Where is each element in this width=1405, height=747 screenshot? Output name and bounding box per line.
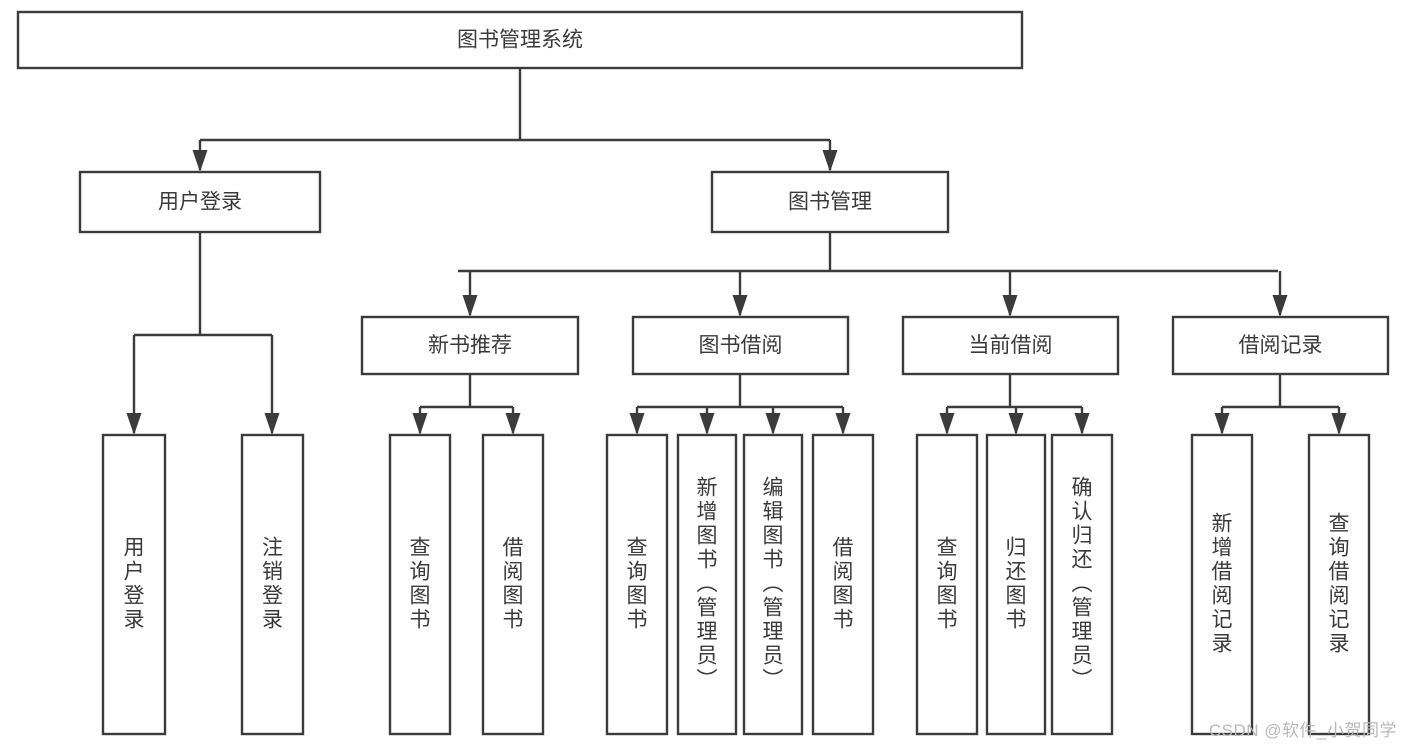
leaf-node-8-label: 查询图书 — [937, 537, 958, 632]
level3-node-0-label: 新书推荐 — [428, 334, 512, 357]
level2-node-0-box[interactable] — [78, 170, 322, 234]
leaf-node-0-label: 用户登录 — [124, 537, 145, 632]
leaf-node-11-label: 新增借阅记录 — [1212, 513, 1233, 656]
arrow-to-leaf-1-2 — [765, 413, 781, 435]
level2-node-0[interactable]: 用户登录 — [78, 170, 322, 234]
level3-node-0-box[interactable] — [360, 315, 580, 376]
leaf-node-3-box[interactable] — [481, 433, 545, 736]
arrow-to-leaf-0-1 — [505, 413, 521, 435]
arrow-to-leaf-1-3 — [835, 413, 851, 435]
level3-node-1-box[interactable] — [631, 315, 850, 376]
arrow-to-leaf-0-0 — [412, 413, 428, 435]
arrow-to-leaf-2-0 — [939, 413, 955, 435]
leaf-node-8[interactable]: 查询图书 — [915, 433, 979, 736]
arrow-to-leaf-2-1 — [1008, 413, 1024, 435]
leaf-node-12-label: 查询借阅记录 — [1329, 513, 1350, 656]
arrow-to-level2-1 — [822, 150, 838, 172]
leaf-node-7-label: 借阅图书 — [833, 537, 854, 632]
leaf-node-12-box[interactable] — [1307, 433, 1371, 736]
leaf-node-1-label: 注销登录 — [262, 537, 283, 632]
root-node-book-management-system[interactable]: 图书管理系统 — [16, 10, 1024, 70]
leaf-node-5-box[interactable] — [676, 433, 738, 736]
leaf-node-1[interactable]: 注销登录 — [240, 433, 305, 736]
level2-node-1-label: 图书管理 — [788, 191, 872, 214]
root-node-book-management-system-box[interactable] — [16, 10, 1024, 70]
leaf-node-5-label: 新增图书︵管理员︶ — [697, 477, 718, 692]
leaf-node-4[interactable]: 查询图书 — [605, 433, 669, 736]
level3-node-2[interactable]: 当前借阅 — [901, 315, 1120, 376]
leaf-node-2[interactable]: 查询图书 — [388, 433, 452, 736]
leaf-node-0-box[interactable] — [101, 433, 167, 736]
leaf-node-11[interactable]: 新增借阅记录 — [1190, 433, 1254, 736]
level3-node-1-label: 图书借阅 — [699, 334, 783, 357]
arrow-to-leaf-1-0 — [629, 413, 645, 435]
leaf-node-12[interactable]: 查询借阅记录 — [1307, 433, 1371, 736]
level2-node-1[interactable]: 图书管理 — [710, 170, 950, 234]
arrow-to-leaf-3-0 — [1214, 413, 1230, 435]
leaf-node-11-box[interactable] — [1190, 433, 1254, 736]
leaf-node-5[interactable]: 新增图书︵管理员︶ — [676, 433, 738, 736]
level3-node-2-label: 当前借阅 — [969, 334, 1053, 357]
leaf-node-9-label: 归还图书 — [1006, 537, 1027, 632]
leaf-node-0[interactable]: 用户登录 — [101, 433, 167, 736]
leaf-node-6-label: 编辑图书︵管理员︶ — [763, 477, 784, 692]
arrow-to-level3-1 — [732, 295, 748, 317]
level3-node-3-label: 借阅记录 — [1239, 334, 1323, 357]
arrow-to-login-leaf-0 — [126, 413, 142, 435]
arrow-to-leaf-2-2 — [1074, 413, 1090, 435]
arrow-to-leaf-3-1 — [1331, 413, 1347, 435]
leaf-node-9[interactable]: 归还图书 — [985, 433, 1047, 736]
arrow-to-level2-0 — [192, 150, 208, 172]
connectors-layer — [126, 68, 1347, 435]
csdn-watermark: CSDN @软件_小贺同学 — [1208, 721, 1397, 740]
leaf-node-3[interactable]: 借阅图书 — [481, 433, 545, 736]
leaf-node-7[interactable]: 借阅图书 — [811, 433, 875, 736]
level3-node-0[interactable]: 新书推荐 — [360, 315, 580, 376]
arrow-to-login-leaf-1 — [264, 413, 280, 435]
level2-node-0-label: 用户登录 — [158, 191, 242, 214]
leaf-node-4-label: 查询图书 — [627, 537, 648, 632]
arrow-to-level3-2 — [1002, 295, 1018, 317]
leaf-node-6[interactable]: 编辑图书︵管理员︶ — [742, 433, 804, 736]
level3-node-1[interactable]: 图书借阅 — [631, 315, 850, 376]
root-node-book-management-system-label: 图书管理系统 — [457, 29, 583, 52]
leaf-node-2-label: 查询图书 — [410, 537, 431, 632]
leaf-node-8-box[interactable] — [915, 433, 979, 736]
arrow-to-leaf-1-1 — [699, 413, 715, 435]
leaf-node-6-box[interactable] — [742, 433, 804, 736]
level3-node-3-box[interactable] — [1171, 315, 1390, 376]
arrow-to-level3-0 — [462, 295, 478, 317]
arrow-to-level3-3 — [1272, 295, 1288, 317]
leaf-node-1-box[interactable] — [240, 433, 305, 736]
leaf-node-9-box[interactable] — [985, 433, 1047, 736]
leaf-node-3-label: 借阅图书 — [503, 537, 524, 632]
leaf-node-2-box[interactable] — [388, 433, 452, 736]
level3-node-3[interactable]: 借阅记录 — [1171, 315, 1390, 376]
level2-node-1-box[interactable] — [710, 170, 950, 234]
leaf-node-10-box[interactable] — [1050, 433, 1114, 736]
level3-node-2-box[interactable] — [901, 315, 1120, 376]
leaf-node-7-box[interactable] — [811, 433, 875, 736]
leaf-node-10-label: 确认归还︵管理员︶ — [1072, 477, 1093, 692]
nodes-layer: 图书管理系统用户登录图书管理新书推荐图书借阅当前借阅借阅记录用户登录注销登录查询… — [16, 10, 1390, 736]
leaf-node-10[interactable]: 确认归还︵管理员︶ — [1050, 433, 1114, 736]
leaf-node-4-box[interactable] — [605, 433, 669, 736]
